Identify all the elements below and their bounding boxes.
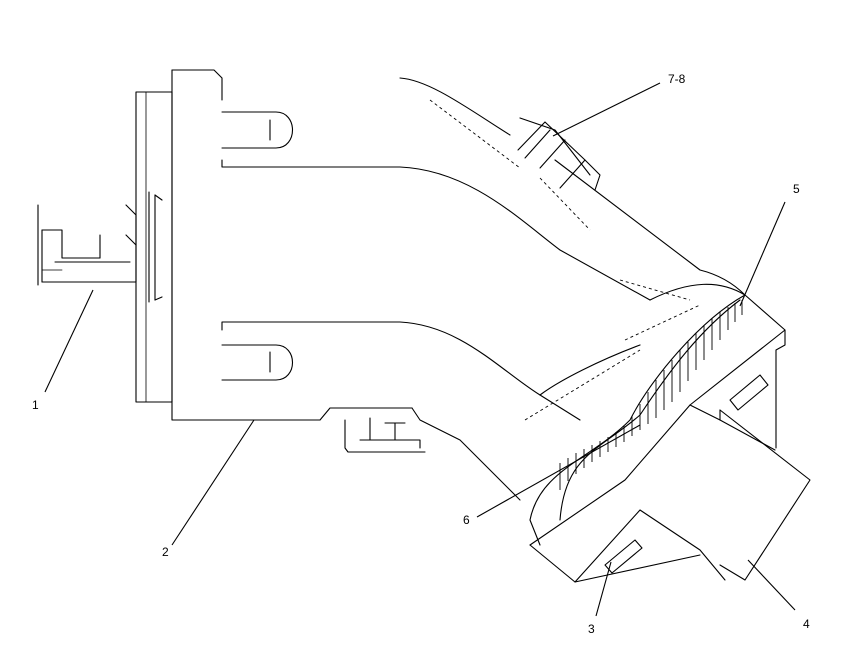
callout-1: 1 <box>32 398 39 412</box>
leader-5 <box>739 201 786 307</box>
callout-2: 2 <box>162 545 169 559</box>
cylinder-section <box>529 294 746 546</box>
callout-4: 4 <box>803 617 810 631</box>
drive-shaft <box>37 204 137 286</box>
leader-4 <box>747 559 796 611</box>
callout-3: 3 <box>588 622 595 636</box>
end-cap <box>529 294 811 583</box>
mounting-flange <box>135 91 173 403</box>
leader-6 <box>476 424 641 518</box>
callout-7-8: 7-8 <box>668 72 686 86</box>
callout-leaders <box>44 82 796 617</box>
callout-6: 6 <box>463 513 470 527</box>
leader-1 <box>44 289 94 393</box>
leader-7-8 <box>552 82 661 137</box>
leader-2 <box>171 419 255 546</box>
callout-5: 5 <box>793 182 800 196</box>
leader-3 <box>595 561 612 617</box>
housing <box>171 69 746 501</box>
